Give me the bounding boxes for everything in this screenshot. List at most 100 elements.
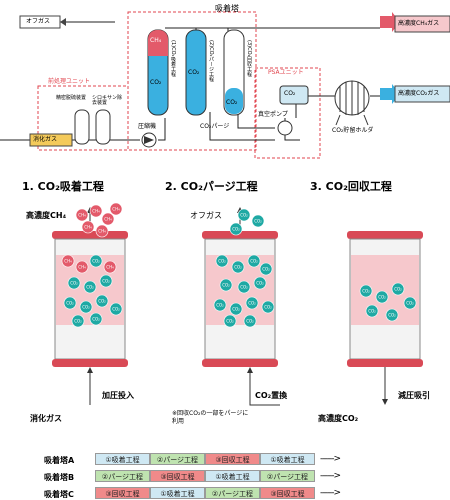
off-gas-label: オフガス xyxy=(26,18,51,25)
tower3-step-label: (3)CO₂回収工程 xyxy=(246,40,252,77)
schedule-cell: ②パージ工程 xyxy=(95,470,150,482)
tower1-ch4-label: CH₄ xyxy=(150,37,162,44)
schedule-cell: ①吸着工程 xyxy=(260,453,315,465)
step1-inside2-molecule xyxy=(89,254,103,268)
tower1-co2-label: CO₂ xyxy=(150,79,162,86)
step1-top2-molecule xyxy=(101,212,115,226)
step2-note: ※回収CO₂の一部をパージに利用 xyxy=(172,410,249,425)
step1-top0-molecule xyxy=(75,208,89,222)
step1-inside1-molecule xyxy=(75,260,89,274)
step-vessels: CH₄CH₄CH₄CH₄CH₄CH₄CO₂CO₂CO₂CH₄CH₄CO₂CH₄C… xyxy=(52,202,423,406)
step2-vessel-top-cap xyxy=(202,231,278,239)
step2-top-label: オフガス xyxy=(190,211,222,220)
vacuum-pump-icon xyxy=(277,120,293,136)
step1-inside12-molecule-label: CO₂ xyxy=(92,317,100,322)
step2-inside7-molecule xyxy=(213,298,227,312)
schedule-continuation-arrow: ------> xyxy=(320,471,341,481)
step2-bottom-label: CO₂置換 xyxy=(255,391,288,400)
step2-inside11-molecule-label: CO₂ xyxy=(226,319,234,324)
step1-top0-molecule-label: CH₄ xyxy=(78,213,86,218)
step3-inside1-molecule xyxy=(375,290,389,304)
step1-inside3-molecule-label: CH₄ xyxy=(106,265,114,270)
step3-bottom-arrow-head xyxy=(382,399,388,405)
psa-unit-box xyxy=(254,67,321,159)
step1-inside8-molecule-label: CO₂ xyxy=(82,305,90,310)
schedule-cell: ①吸着工程 xyxy=(205,470,260,482)
process-flow-diagram xyxy=(0,11,450,159)
step2-bottom-arrow-shaft xyxy=(249,371,280,406)
psa-tank-co2-label: CO₂ xyxy=(284,90,296,97)
step3-inside1-molecule-label: CO₂ xyxy=(378,295,386,300)
adsorber-group-box xyxy=(127,11,257,151)
step1-title: 1. CO₂吸着工程 xyxy=(22,180,104,193)
siloxane-label: シロキサン除去装置 xyxy=(92,95,123,106)
step2-inside5-molecule-label: CO₂ xyxy=(240,285,248,290)
step1-inside7-molecule xyxy=(63,296,77,310)
digestion-gas-label: 消化ガス xyxy=(33,136,58,143)
step2-inside4-molecule xyxy=(219,278,233,292)
step2-inside0-molecule xyxy=(215,254,229,268)
step2-inside7-molecule-label: CO₂ xyxy=(216,303,224,308)
step2-inside2-molecule-label: CO₂ xyxy=(250,259,258,264)
desulfurizer-vessel xyxy=(74,109,90,145)
schedule-cell: ①吸着工程 xyxy=(150,487,205,499)
step1-inside9-molecule xyxy=(95,294,109,308)
step2-inside10-molecule xyxy=(261,300,275,314)
step1-inside6-molecule xyxy=(99,274,113,288)
step1-top2-molecule-label: CH₄ xyxy=(104,217,112,222)
step2-inside6-molecule xyxy=(253,276,267,290)
step1-top-label: 高濃度CH₄ xyxy=(26,211,67,220)
schedule-cell: ②パージ工程 xyxy=(260,470,315,482)
step2-inside10-molecule-label: CO₂ xyxy=(264,305,272,310)
step1-inside5-molecule-label: CO₂ xyxy=(86,285,94,290)
tower-1 xyxy=(147,29,169,116)
schedule-cell: ③回収工程 xyxy=(150,470,205,482)
step2-top0-molecule-label: CO₂ xyxy=(240,213,248,218)
step2-inside8-molecule xyxy=(229,302,243,316)
siloxane-vessel xyxy=(95,109,111,145)
step2-inside4-molecule-label: CO₂ xyxy=(222,283,230,288)
step2-top2-molecule xyxy=(229,222,243,236)
step3-inside5-molecule xyxy=(385,308,399,322)
step2-bottom-arrow-head xyxy=(247,367,253,373)
step2-vessel-bottom-cap xyxy=(202,359,278,367)
step2-inside8-molecule-label: CO₂ xyxy=(232,307,240,312)
high-ch4-label: 高濃度CH₄ガス xyxy=(398,20,440,27)
step1-inside12-molecule xyxy=(89,312,103,326)
step1-inside3-molecule xyxy=(103,260,117,274)
step2-top2-molecule-label: CO₂ xyxy=(232,227,240,232)
step3-inside2-molecule-label: CO₂ xyxy=(394,287,402,292)
tower3-co2-label: CO₂ xyxy=(226,99,238,106)
ch4-output-box xyxy=(394,15,450,33)
co2-output-box xyxy=(394,85,450,103)
step1-inside7-molecule-label: CO₂ xyxy=(66,301,74,306)
step1-bottom-arrow-head xyxy=(87,367,93,373)
pretreat-unit-label: 前処理ユニット xyxy=(48,78,91,85)
schedule-cell: ②パージ工程 xyxy=(150,453,205,465)
step1-inside10-molecule-label: CO₂ xyxy=(112,307,120,312)
step1-vessel-bottom-cap xyxy=(52,359,128,367)
step1-bottom-action: 加圧投入 xyxy=(102,391,134,400)
co2-holder-label: CO₂貯留ホルダ xyxy=(332,127,374,134)
step1-bottom-label: 消化ガス xyxy=(30,414,62,423)
schedule-cell: ①吸着工程 xyxy=(95,453,150,465)
step2-inside2-molecule xyxy=(247,254,261,268)
step3-inside0-molecule xyxy=(359,284,373,298)
step2-inside6-molecule-label: CO₂ xyxy=(256,281,264,286)
step3-inside0-molecule-label: CO₂ xyxy=(362,289,370,294)
step2-inside12-molecule-label: CO₂ xyxy=(246,319,254,324)
step3-inside3-molecule xyxy=(403,296,417,310)
tower1-step-label: (1)CO₂吸着工程 xyxy=(170,40,176,77)
step2-inside1-molecule xyxy=(231,260,245,274)
step1-inside1-molecule-label: CH₄ xyxy=(78,265,86,270)
schedule-row-label: 吸着塔B xyxy=(44,473,75,482)
step2-top0-molecule xyxy=(237,208,251,222)
high-co2-label: 高濃度CO₂ガス xyxy=(398,90,440,97)
step1-top1-molecule xyxy=(89,204,103,218)
schedule-row-label: 吸着塔A xyxy=(44,456,75,465)
step1-inside8-molecule xyxy=(79,300,93,314)
co2-holder-ribs xyxy=(339,81,365,115)
compressor-label: 圧縮機 xyxy=(138,123,157,130)
psa-co2-tank xyxy=(279,85,309,105)
step2-inside1-molecule-label: CO₂ xyxy=(234,265,242,270)
